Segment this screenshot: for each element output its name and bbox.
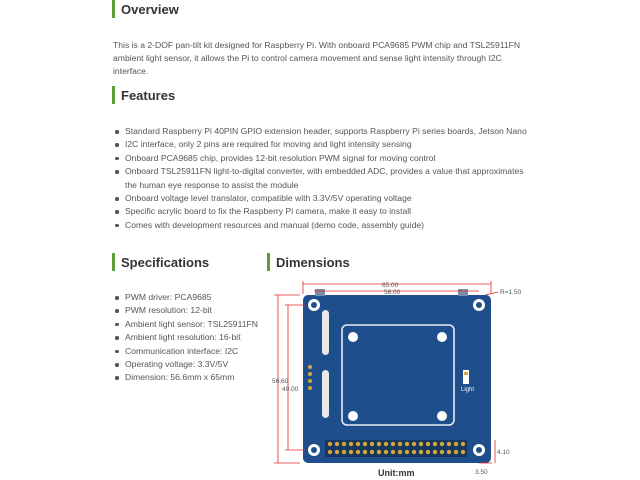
spec-item: Dimension: 56.6mm x 65mm (114, 371, 264, 384)
gpio-pin (362, 441, 368, 447)
dim-width-holes: 58.00 (384, 289, 401, 296)
gpio-pin (397, 449, 403, 455)
feature-item: Standard Raspberry Pi 40PIN GPIO extensi… (114, 125, 532, 138)
gpio-pin (397, 441, 403, 447)
feature-item: Onboard TSL25911FN light-to-digital conv… (114, 165, 532, 192)
feature-item: Comes with development resources and man… (114, 219, 532, 232)
dimensions-heading: Dimensions (267, 253, 350, 271)
features-heading-text: Features (121, 87, 176, 103)
overview-heading-text: Overview (121, 1, 179, 17)
gpio-pin (460, 449, 466, 455)
gpio-pin (348, 441, 354, 447)
gpio-pin (327, 441, 333, 447)
gpio-pin (327, 449, 333, 455)
gpio-header (325, 440, 467, 457)
gpio-pin (425, 441, 431, 447)
dim-height-total: 56.60 (272, 378, 289, 385)
gpio-pin (383, 449, 389, 455)
gpio-pin (390, 441, 396, 447)
gpio-pin (376, 449, 382, 455)
gpio-pin (404, 449, 410, 455)
gpio-pin (362, 449, 368, 455)
dim-height-holes: 49.00 (282, 386, 299, 393)
pcb-board (303, 295, 491, 463)
gpio-pin (411, 441, 417, 447)
dim-width-total: 65.00 (382, 282, 399, 289)
overview-heading: Overview (112, 0, 179, 18)
gpio-pin (355, 449, 361, 455)
gpio-pin (453, 441, 459, 447)
gpio-pin (425, 449, 431, 455)
connector-tab (458, 289, 468, 296)
light-sensor-chip (463, 370, 469, 384)
gpio-pin (453, 449, 459, 455)
gpio-pin (334, 441, 340, 447)
gpio-pin (404, 441, 410, 447)
gpio-pin (369, 441, 375, 447)
gpio-pin (439, 441, 445, 447)
unit-label: Unit:mm (378, 468, 415, 478)
dimension-lines (274, 281, 499, 464)
gpio-pin (418, 449, 424, 455)
mount-slot (322, 310, 329, 355)
dimension-diagram: Light 65.00 58.00 R=1.50 56.60 49.00 4.1… (272, 281, 522, 478)
gpio-pin (348, 449, 354, 455)
gpio-pin (383, 441, 389, 447)
gpio-pin (341, 441, 347, 447)
spec-item: Ambient light resolution: 16-bit (114, 331, 264, 344)
gpio-pin (432, 449, 438, 455)
gpio-pin (446, 449, 452, 455)
connector-tab (315, 289, 325, 296)
mounting-holes (308, 299, 485, 456)
gpio-pin (334, 449, 340, 455)
gpio-pin (432, 441, 438, 447)
camera-plate-outline (341, 324, 455, 426)
feature-item: Specific acrylic board to fix the Raspbe… (114, 205, 532, 218)
spec-item: Ambient light sensor: TSL25911FN (114, 318, 264, 331)
gpio-pin (355, 441, 361, 447)
specifications-heading: Specifications (112, 253, 209, 271)
mount-slot (322, 370, 329, 418)
spec-item: Communication interface: I2C (114, 345, 264, 358)
feature-item: Onboard PCA9685 chip, provides 12-bit re… (114, 152, 532, 165)
dim-radius: R=1.50 (500, 289, 522, 296)
gpio-pin (418, 441, 424, 447)
dim-offset-right: 4.10 (497, 449, 510, 456)
servo-pads (308, 365, 312, 390)
dim-offset-bottom: 3.50 (475, 469, 488, 476)
gpio-pin (446, 441, 452, 447)
gpio-pin (439, 449, 445, 455)
spec-item: PWM driver: PCA9685 (114, 291, 264, 304)
features-list: Standard Raspberry Pi 40PIN GPIO extensi… (114, 125, 532, 232)
spec-item: PWM resolution: 12-bit (114, 304, 264, 317)
spec-item: Operating voltage: 3.3V/5V (114, 358, 264, 371)
gpio-pin (390, 449, 396, 455)
feature-item: Onboard voltage level translator, compat… (114, 192, 532, 205)
dimensions-heading-text: Dimensions (276, 254, 350, 270)
gpio-pin (369, 449, 375, 455)
specifications-heading-text: Specifications (121, 254, 210, 270)
feature-item: I2C interface, only 2 pins are required … (114, 138, 532, 151)
features-heading: Features (112, 86, 175, 104)
gpio-pin (460, 441, 466, 447)
gpio-pin (411, 449, 417, 455)
board-light-label: Light (461, 387, 474, 393)
gpio-pin (376, 441, 382, 447)
overview-text: This is a 2-DOF pan-tilt kit designed fo… (113, 40, 521, 76)
gpio-pin (341, 449, 347, 455)
